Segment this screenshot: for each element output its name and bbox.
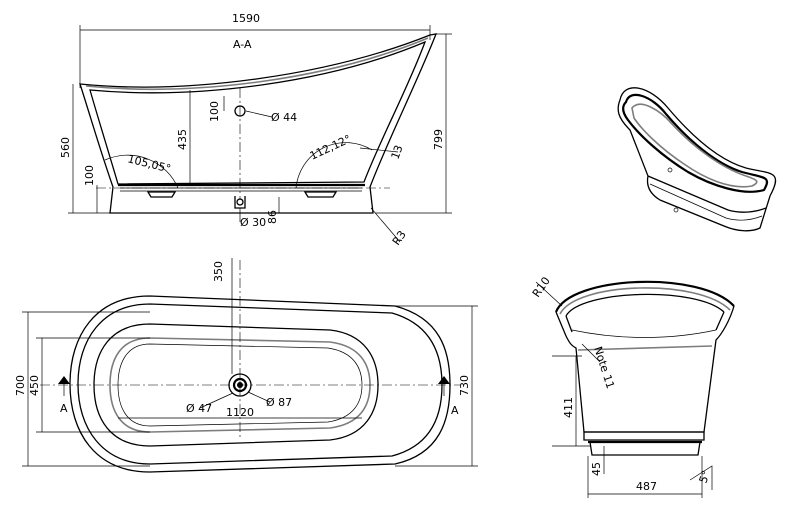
tub-base-band-iso: [649, 183, 763, 221]
inner-length: 1120: [226, 406, 254, 419]
tub-inner-shell: [89, 40, 427, 185]
leader-line: [247, 391, 271, 403]
tub-bottom-layers: [120, 187, 362, 192]
drain-offset: 350: [212, 261, 225, 282]
rim-thickness: 13: [389, 143, 406, 161]
end-height: 411: [562, 397, 575, 418]
plan-view: Ø 47 Ø 87 350 1120 700 450 730 A A: [14, 258, 478, 473]
end-view: R10 Note 11 411 45 487 5°: [530, 275, 735, 498]
tub-rim-iso: [622, 93, 769, 193]
inner-depth: 435: [176, 129, 189, 150]
dimension-length-1590: 1590: [232, 12, 260, 25]
tub-outer-plan: [69, 295, 451, 473]
note-11: Note 11: [591, 345, 617, 390]
leader-line: [370, 207, 401, 243]
tub-rim-plan: [77, 303, 443, 465]
angle-right: 112,12°: [308, 132, 353, 162]
drain-center: [237, 382, 243, 388]
drain-inner: [232, 377, 248, 393]
end-width: 487: [636, 480, 657, 493]
end-rim-inner: [565, 293, 725, 317]
angle-left: 105,05°: [126, 152, 172, 175]
leader-line: [245, 110, 273, 118]
overflow-hole-iso: [667, 167, 673, 173]
outer-width: 700: [14, 375, 27, 396]
end-rim-outer: [554, 280, 735, 313]
drain-hole-iso: [673, 207, 679, 213]
angle-arc-left: [104, 154, 179, 189]
end-angle: 5°: [697, 469, 713, 485]
section-arrow-right: [438, 376, 450, 384]
tub-outer-shell: [79, 33, 438, 214]
end-foot: [589, 441, 701, 456]
end-rim-band: [559, 287, 731, 315]
inner-width: 450: [28, 375, 41, 396]
overflow-hole: [234, 105, 246, 117]
tub-floor-plan: [117, 343, 363, 427]
angle-lines: [689, 465, 713, 490]
tub-base-line-iso: [647, 175, 767, 213]
drain-outer: [228, 373, 252, 397]
section-view: 1590 A-A Ø 44 100 435 560 100: [59, 12, 452, 248]
drain-diameter-87: Ø 87: [266, 396, 292, 409]
foot-right: [303, 191, 338, 198]
foot-height: 45: [590, 462, 603, 476]
tub-inner-iso: [631, 103, 758, 188]
drain-diameter-47: Ø 47: [186, 402, 212, 415]
leader-line: [581, 343, 601, 363]
tub-inner-wall-plan: [93, 323, 379, 447]
section-marker-left: A: [60, 402, 68, 415]
end-body-band: [577, 345, 713, 351]
base-height: 86: [266, 210, 279, 224]
leader-line: [359, 147, 399, 153]
tub-outer-iso: [617, 87, 777, 232]
section-marker-right: A: [451, 404, 459, 417]
foot-left: [146, 191, 177, 198]
overall-height: 799: [432, 129, 445, 150]
radius-r3: R3: [390, 228, 409, 247]
section-arrow-left: [58, 376, 70, 384]
total-width: 730: [458, 375, 471, 396]
leader-line: [199, 392, 234, 409]
angle-arc-right: [295, 142, 373, 189]
base-offset: 100: [83, 165, 96, 186]
isometric-view: [617, 87, 777, 232]
tub-inner-bottom-plan: [109, 337, 371, 433]
end-rim-lower-line: [571, 329, 717, 338]
section-label: A-A: [233, 38, 252, 51]
end-rim-edges: [565, 311, 725, 333]
end-base-plate: [583, 431, 705, 441]
leader-line: [535, 281, 563, 307]
rim-height: 560: [59, 137, 72, 158]
overflow-diameter: Ø 44: [271, 111, 297, 124]
end-body-outer: [555, 305, 735, 433]
drain-diameter: Ø 30: [240, 216, 266, 229]
outlet-offset: 100: [208, 101, 221, 122]
tub-rim-band: [85, 37, 429, 90]
radius-r10: R10: [530, 275, 553, 300]
drain-hole: [236, 198, 244, 206]
